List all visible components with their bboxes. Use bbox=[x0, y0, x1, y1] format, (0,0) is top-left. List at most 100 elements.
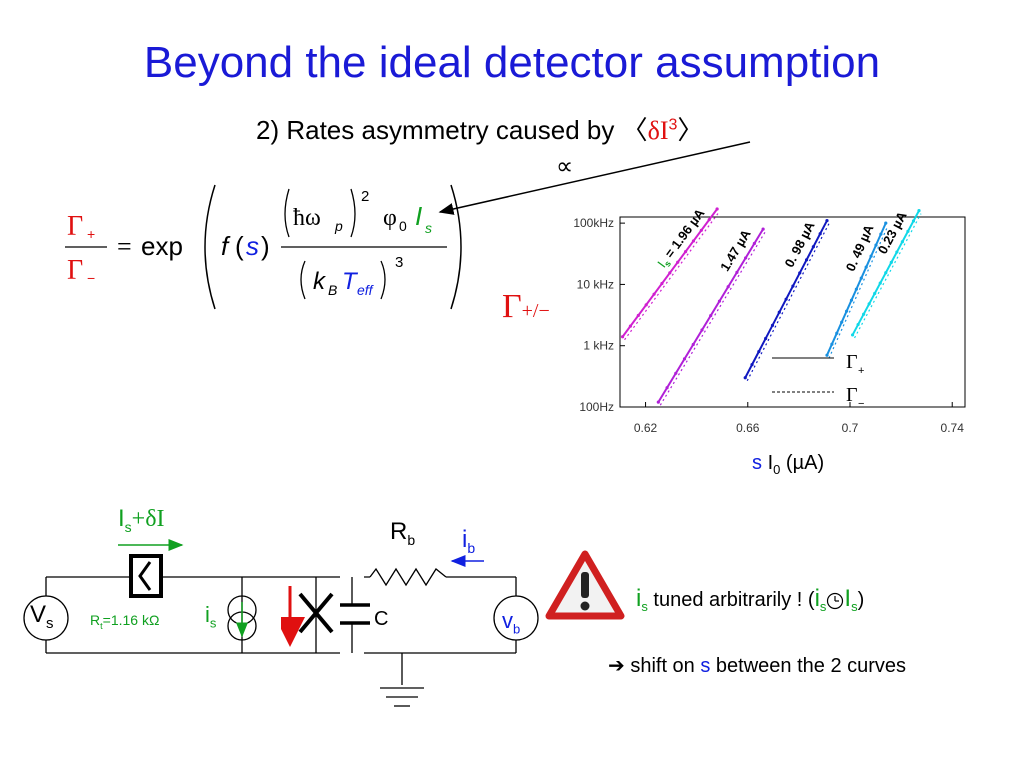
ib-i: i bbox=[462, 526, 468, 553]
note1-I: I bbox=[844, 585, 852, 612]
T-var: T bbox=[342, 268, 359, 295]
vs-sub: s bbox=[46, 614, 54, 632]
series-point bbox=[699, 228, 703, 232]
note1-i2: i bbox=[814, 585, 820, 612]
series-point bbox=[761, 227, 765, 231]
rt-R: R bbox=[90, 612, 101, 628]
y-tick-label: 10 kHz bbox=[577, 277, 614, 291]
gamma-minus-sub: − bbox=[87, 270, 95, 286]
series-point bbox=[840, 320, 844, 324]
series-point bbox=[791, 284, 795, 288]
warning-icon bbox=[545, 550, 625, 620]
plot-frame bbox=[619, 216, 966, 408]
capacitor-label: C bbox=[374, 608, 389, 630]
vs-label: Vs bbox=[30, 601, 54, 632]
gamma-plus: Γ bbox=[67, 211, 83, 242]
note-shift: ➔ shift on s between the 2 curves bbox=[608, 653, 906, 678]
right-arrow-icon: ➔ bbox=[608, 655, 625, 677]
series-point bbox=[735, 270, 739, 274]
rt-label: Rt=1.16 kΩ bbox=[90, 612, 159, 631]
vs-text: V bbox=[30, 601, 47, 628]
series-point bbox=[804, 258, 809, 262]
note2-s: s bbox=[700, 655, 711, 677]
current-plus-dI: +δI bbox=[131, 506, 165, 532]
series-point bbox=[709, 314, 713, 318]
series-point bbox=[717, 299, 722, 303]
x-tick-label: 0.66 bbox=[736, 421, 760, 435]
series-point bbox=[859, 276, 863, 280]
x-axis-unit: (µA) bbox=[785, 452, 825, 474]
legend-minus-sub: − bbox=[858, 398, 864, 410]
series-point bbox=[849, 298, 854, 302]
x-axis-label: s I0 (µA) bbox=[752, 452, 824, 477]
note1-i: i bbox=[636, 585, 642, 612]
subtitle-power: 3 bbox=[668, 116, 678, 134]
series-line-dashed bbox=[624, 211, 720, 341]
note1-sub3: s bbox=[851, 599, 858, 614]
note2-text: shift on bbox=[624, 655, 701, 677]
series-point bbox=[878, 281, 882, 285]
series-point bbox=[874, 243, 878, 247]
series-point bbox=[879, 232, 883, 236]
series-point bbox=[818, 232, 822, 236]
current-I: I bbox=[118, 505, 125, 532]
subtitle-delta-I: δI bbox=[647, 116, 669, 145]
y-axis-gamma: Γ bbox=[502, 288, 522, 325]
series-point bbox=[811, 245, 815, 249]
series-point bbox=[770, 323, 775, 327]
series-point bbox=[906, 229, 910, 233]
x-axis-I: I bbox=[767, 452, 774, 474]
proportional-symbol: ∝ bbox=[556, 154, 574, 180]
slide-title: Beyond the ideal detector assumption bbox=[143, 38, 881, 87]
legend-gamma-minus: Γ bbox=[846, 384, 858, 406]
series-point bbox=[830, 342, 834, 346]
voltmeter-icon bbox=[493, 595, 539, 641]
vb-sub: b bbox=[513, 621, 521, 637]
series-point bbox=[889, 260, 893, 265]
right-angle-bracket-icon: 〉 bbox=[677, 116, 704, 145]
x-tick-label: 0.74 bbox=[941, 421, 965, 435]
series-point bbox=[744, 256, 748, 260]
gamma-minus: Γ bbox=[67, 255, 83, 286]
series-point bbox=[644, 303, 648, 307]
series-point bbox=[752, 241, 756, 246]
hbar-omega: ħω bbox=[293, 205, 321, 231]
series-point bbox=[683, 249, 688, 254]
gamma-plus-sub: + bbox=[87, 226, 95, 242]
series-point bbox=[726, 285, 730, 289]
phi-zero: φ bbox=[383, 205, 397, 231]
x-axis-s: s bbox=[752, 452, 762, 474]
series-point bbox=[628, 324, 633, 328]
series-point bbox=[873, 291, 877, 296]
current-label: Is+δI bbox=[118, 505, 165, 535]
series-point bbox=[691, 342, 695, 347]
equals-sign: = bbox=[117, 232, 132, 261]
s-var: s bbox=[246, 231, 259, 261]
series-line-dashed bbox=[828, 225, 889, 359]
note1-close: ) bbox=[857, 589, 865, 611]
svg-text:): ) bbox=[261, 231, 270, 261]
series-point bbox=[835, 331, 839, 335]
voltage-source-icon bbox=[23, 595, 69, 641]
slide-subtitle: 2) Rates asymmetry caused by 〈δI3〉 bbox=[256, 110, 703, 147]
series-point bbox=[668, 271, 672, 275]
chart-legend: Γ + Γ − bbox=[772, 351, 864, 410]
f-function: f bbox=[221, 231, 231, 261]
rt-value: =1.16 kΩ bbox=[102, 612, 160, 628]
series-point bbox=[867, 302, 871, 306]
k-var: k bbox=[313, 268, 327, 295]
series-point bbox=[656, 400, 660, 404]
series-point bbox=[850, 333, 855, 337]
x-axis-sub: 0 bbox=[773, 462, 781, 477]
series-point bbox=[764, 336, 768, 341]
series-point bbox=[620, 335, 625, 339]
series-point bbox=[676, 260, 680, 264]
square-exponent: 2 bbox=[361, 188, 369, 205]
rt-sub: t bbox=[100, 620, 103, 631]
series-point bbox=[757, 349, 761, 354]
series-point bbox=[674, 371, 678, 375]
series-point bbox=[660, 281, 664, 286]
series-point bbox=[900, 240, 904, 244]
